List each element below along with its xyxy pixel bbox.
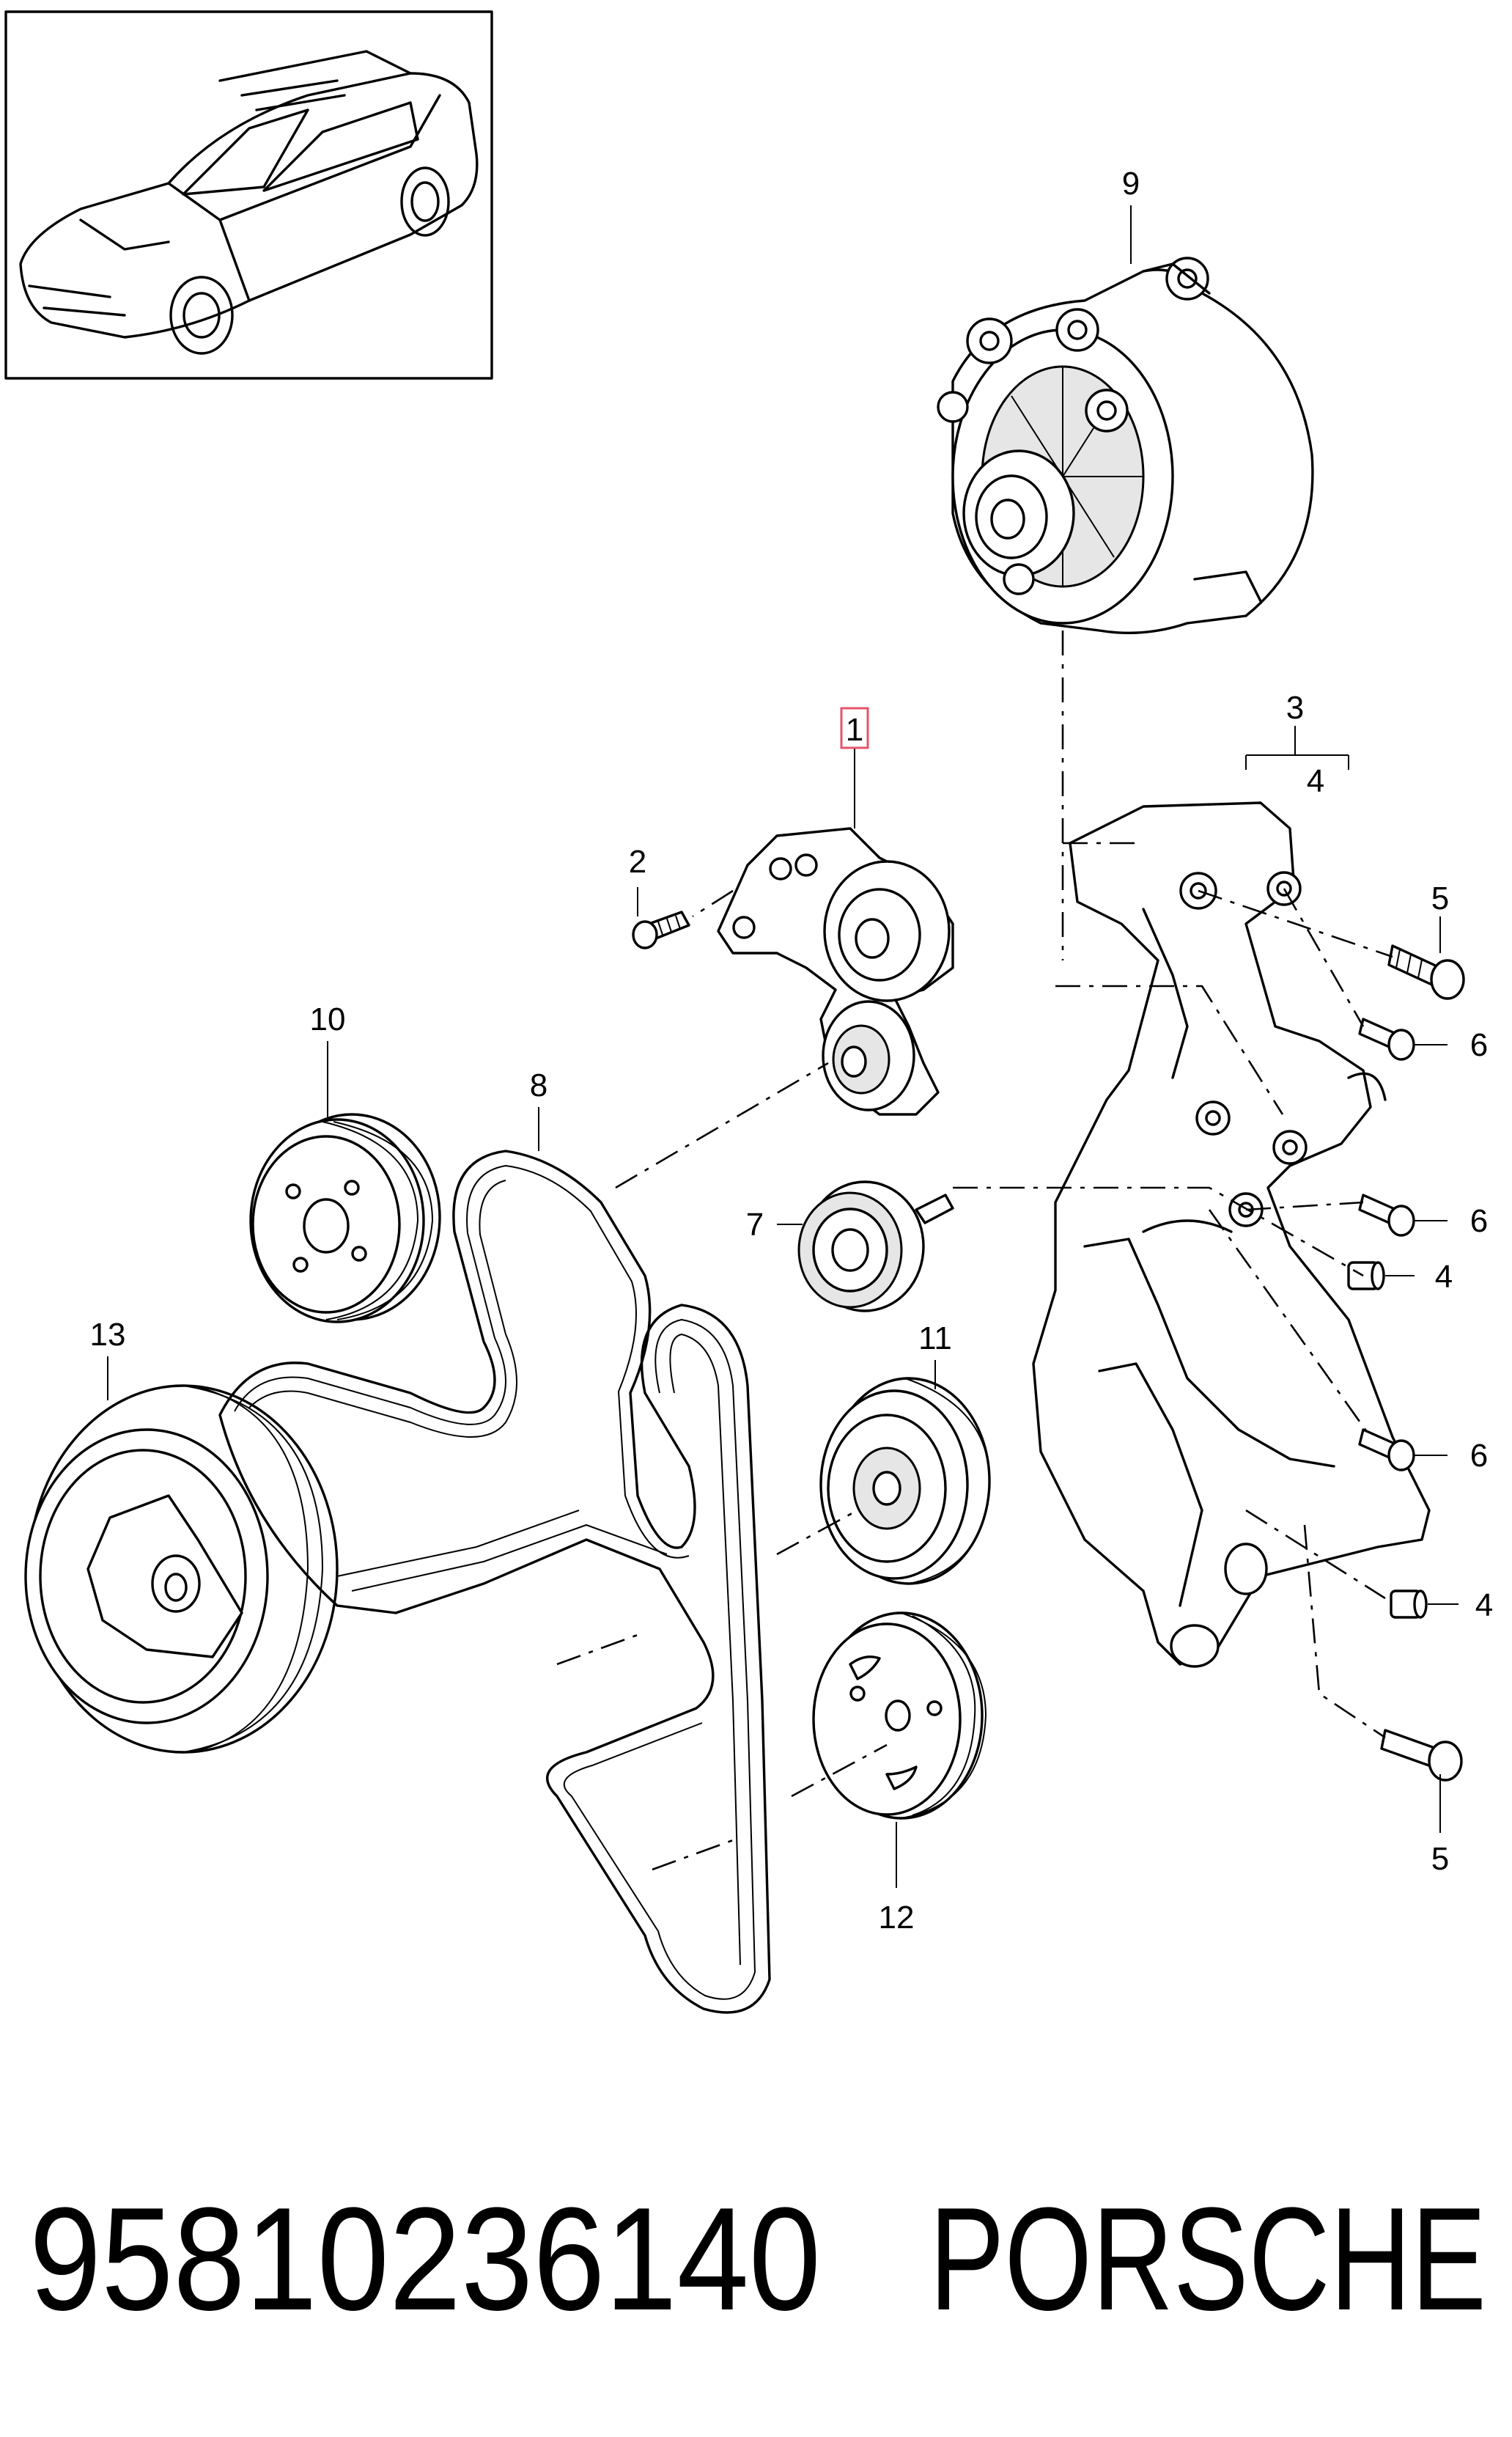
pulley-11-icon: [819, 1377, 991, 1585]
callout-leaders: [107, 205, 1458, 1888]
callout-labels: 1 2 3 4 5 6 6 4 6 4 5 7 8 9 10 11 12 13: [90, 166, 1494, 1936]
sleeve-4-a-icon: [1347, 1261, 1385, 1290]
bolt-5-top-icon: [1387, 944, 1465, 1000]
callout-6-c: 6: [1470, 1438, 1488, 1474]
crankshaft-pulley-13-icon: [24, 1384, 339, 1754]
bolt-5-bottom-icon: [1380, 1729, 1463, 1782]
belt-tensioner-icon: [717, 827, 954, 1116]
callout-5-top: 5: [1431, 881, 1449, 916]
poly-v-belt-8-icon: [218, 1150, 771, 2014]
suv-vehicle-illustration: [19, 50, 479, 355]
mounting-bracket: [1032, 801, 1431, 1668]
part-number: 95810236140: [29, 2177, 821, 2341]
pulley-12-icon: [812, 1611, 987, 1820]
bolt-2-icon: [632, 911, 690, 949]
callout-11: 11: [918, 1320, 952, 1356]
bolt-6-b-icon: [1358, 1194, 1415, 1237]
callout-1: 1: [846, 712, 863, 748]
callout-2: 2: [629, 844, 646, 880]
alternator-icon: [937, 257, 1314, 635]
sleeve-4-b-icon: [1390, 1589, 1428, 1619]
thumbnail-frame: [4, 10, 493, 380]
callout-4-bracket: 4: [1307, 763, 1324, 799]
vehicle-thumbnail: [4, 10, 493, 380]
callout-8: 8: [530, 1067, 547, 1103]
callout-12: 12: [879, 1900, 915, 1936]
callout-13: 13: [90, 1317, 126, 1353]
brand-name: PORSCHE: [929, 2177, 1486, 2341]
callout-3: 3: [1286, 690, 1304, 726]
pulley-10-icon: [249, 1113, 441, 1323]
callout-4-b: 4: [1475, 1587, 1493, 1623]
bolt-6-c-icon: [1358, 1428, 1415, 1471]
bolt-6-a-icon: [1358, 1018, 1415, 1061]
idler-pulley-7-icon: [797, 1180, 954, 1312]
callout-5-bottom: 5: [1431, 1841, 1449, 1877]
callout-7: 7: [746, 1207, 764, 1243]
callout-9: 9: [1122, 166, 1140, 202]
callout-10: 10: [310, 1001, 346, 1037]
callout-6-b: 6: [1470, 1203, 1488, 1239]
assembly-lines: [556, 631, 1393, 1871]
callout-4-a: 4: [1435, 1259, 1453, 1295]
callout-1-highlight: [840, 707, 869, 749]
callout-6-a: 6: [1470, 1027, 1488, 1063]
